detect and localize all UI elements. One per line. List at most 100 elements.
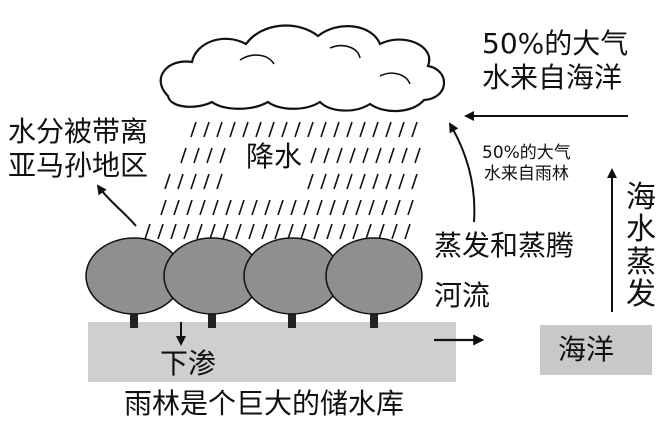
sea-evaporation-char-4: 发	[626, 277, 656, 313]
rain-streak	[346, 121, 353, 138]
rain-streak	[157, 223, 164, 240]
rain-streak	[398, 121, 405, 138]
rain-streak	[190, 121, 197, 138]
rain-streak	[411, 173, 418, 190]
rainforest-source-line-2: 水来自雨林	[483, 164, 569, 184]
rain-streak	[190, 173, 197, 190]
rain-streak	[381, 199, 388, 216]
rain-streak	[349, 147, 356, 164]
rain-streak	[164, 173, 171, 190]
tree	[243, 237, 341, 328]
precipitation-label: 降水	[244, 140, 305, 173]
rain-streak	[320, 121, 327, 138]
caption: 雨林是个巨大的储水库	[124, 387, 405, 420]
rain-streak	[378, 223, 385, 240]
rain-streak	[216, 173, 223, 190]
rain-streak	[248, 223, 255, 240]
rain-streak	[333, 121, 340, 138]
rain-streak	[394, 199, 401, 216]
rain-streak	[290, 199, 297, 216]
rain-streak	[414, 147, 421, 164]
rain-streak	[346, 173, 353, 190]
rain-streak	[365, 223, 372, 240]
rain-streak	[274, 223, 281, 240]
ocean-source-line-2: 水来自海洋	[482, 61, 623, 94]
sea-evaporation-label: 海 水 蒸 发	[626, 181, 656, 313]
rain-streak	[326, 223, 333, 240]
rain-streak	[307, 121, 314, 138]
rain-streak	[144, 223, 151, 240]
rain-streak	[206, 147, 213, 164]
rain-streak	[372, 173, 379, 190]
rain-streak	[264, 199, 271, 216]
rain-streak	[355, 199, 362, 216]
rain-streak	[160, 199, 167, 216]
rain-streak	[307, 173, 314, 190]
rain-streak	[310, 147, 317, 164]
rain-streak	[177, 173, 184, 190]
rain-streak	[212, 199, 219, 216]
rain-streak	[294, 121, 301, 138]
ocean-source-label: 50%的大气 水来自海洋	[482, 30, 628, 92]
rain-streak	[235, 223, 242, 240]
evapotranspiration-label: 蒸发和蒸腾	[434, 229, 575, 262]
rain-streak	[404, 223, 411, 240]
infiltration-label: 下渗	[160, 347, 217, 380]
rain-streak	[216, 121, 223, 138]
rain-streak	[203, 121, 210, 138]
rain-streak	[401, 147, 408, 164]
rain-streak	[359, 121, 366, 138]
rain-streak	[336, 147, 343, 164]
rain-streak	[186, 199, 193, 216]
rain-streak	[242, 121, 249, 138]
rain-streak	[313, 223, 320, 240]
rain-streak	[277, 199, 284, 216]
rain-streaks	[144, 121, 421, 240]
rain-streak	[281, 121, 288, 138]
arrow-water-removed	[96, 184, 137, 227]
rain-streak	[251, 199, 258, 216]
tree	[85, 237, 183, 328]
rain-streak	[170, 223, 177, 240]
rain-streak	[180, 147, 187, 164]
rain-streak	[255, 121, 262, 138]
arrow-evapotranspiration	[448, 122, 476, 223]
rain-streak	[375, 147, 382, 164]
rain-streak	[316, 199, 323, 216]
rain-streak	[372, 121, 379, 138]
rain-streak	[333, 173, 340, 190]
ocean-box	[540, 325, 652, 375]
rainforest-source-label: 50%的大气 水来自雨林	[482, 145, 571, 183]
rain-streak	[203, 173, 210, 190]
rain-streak	[219, 147, 226, 164]
rain-streak	[303, 199, 310, 216]
rain-streak	[225, 199, 232, 216]
water-removed-line-1: 水分被带离	[8, 115, 149, 148]
rain-streak	[388, 147, 395, 164]
rain-streak	[407, 199, 414, 216]
rain-streak	[199, 199, 206, 216]
water-removed-label: 水分被带离 亚马孙地区	[8, 118, 148, 180]
rain-streak	[368, 199, 375, 216]
rain-streak	[359, 173, 366, 190]
rain-streak	[193, 147, 200, 164]
rain-streak	[320, 173, 327, 190]
cloud	[159, 24, 446, 113]
rain-streak	[385, 173, 392, 190]
ground-band	[88, 322, 456, 382]
rain-streak	[196, 223, 203, 240]
rain-streak	[287, 223, 294, 240]
rain-streak	[391, 223, 398, 240]
rain-streak	[339, 223, 346, 240]
rain-streak	[229, 121, 236, 138]
rain-streak	[398, 173, 405, 190]
rain-streak	[209, 223, 216, 240]
rainforest-trees	[85, 237, 423, 328]
rain-streak	[411, 121, 418, 138]
ocean-label: 海洋	[558, 333, 615, 366]
rain-streak	[183, 223, 190, 240]
rain-streak	[352, 223, 359, 240]
rain-streak	[300, 223, 307, 240]
rain-streak	[261, 223, 268, 240]
